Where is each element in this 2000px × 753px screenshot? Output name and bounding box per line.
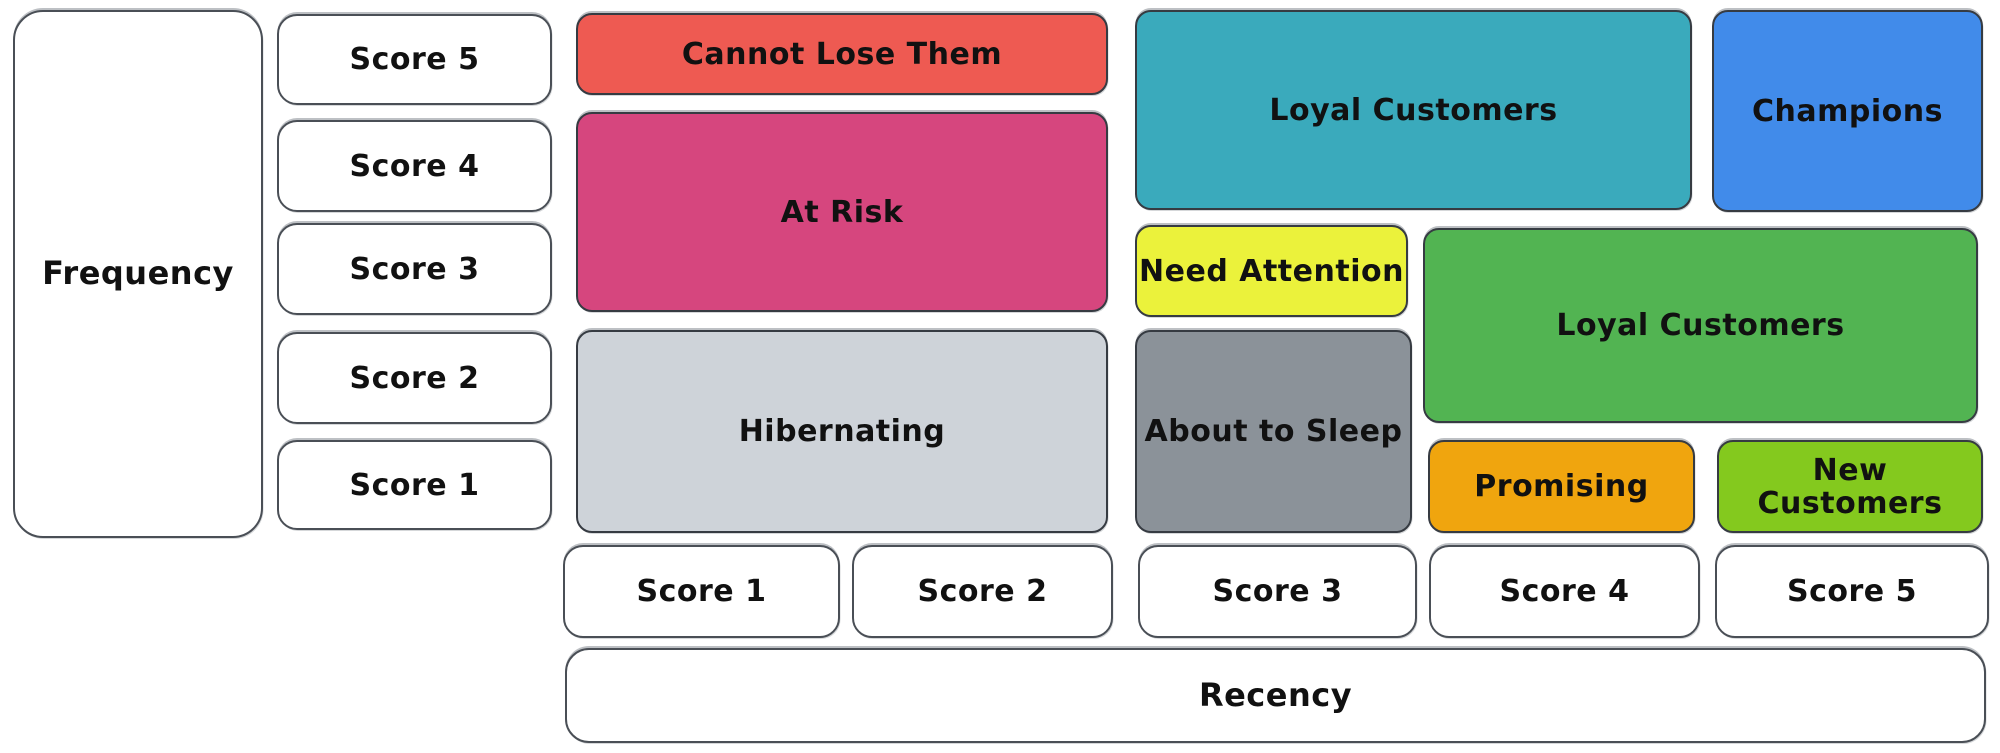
frequency-score-label: Score 4 <box>349 148 480 184</box>
segment-about-to-sleep: About to Sleep <box>1135 330 1412 533</box>
frequency-score-1-box: Score 1 <box>277 440 552 530</box>
frequency-score-4-box: Score 4 <box>277 120 552 212</box>
segment-label: Need Attention <box>1139 253 1404 289</box>
segment-label: Cannot Lose Them <box>681 36 1003 72</box>
recency-score-label: Score 1 <box>636 574 767 609</box>
frequency-axis-label: Frequency <box>42 254 234 293</box>
segment-label: New Customers <box>1757 452 1943 521</box>
recency-score-1-box: Score 1 <box>563 545 840 638</box>
frequency-score-5-box: Score 5 <box>277 14 552 105</box>
segment-new-customers: New Customers <box>1717 440 1983 533</box>
recency-score-5-box: Score 5 <box>1715 545 1989 638</box>
segment-hibernating: Hibernating <box>576 330 1108 533</box>
segment-label: About to Sleep <box>1144 414 1403 449</box>
frequency-score-label: Score 5 <box>349 42 480 77</box>
recency-score-2-box: Score 2 <box>852 545 1113 638</box>
recency-score-4-box: Score 4 <box>1429 545 1700 638</box>
frequency-score-label: Score 3 <box>349 251 480 287</box>
segment-loyal-customers-top: Loyal Customers <box>1135 10 1692 210</box>
recency-axis-label: Recency <box>1198 675 1353 714</box>
segment-at-risk: At Risk <box>576 112 1108 312</box>
segment-need-attention: Need Attention <box>1135 225 1408 317</box>
frequency-score-label: Score 1 <box>349 467 480 503</box>
recency-score-label: Score 3 <box>1212 574 1343 609</box>
segment-label: Promising <box>1474 469 1649 504</box>
frequency-score-2-box: Score 2 <box>277 332 552 424</box>
segment-promising: Promising <box>1428 440 1695 533</box>
frequency-axis-box: Frequency <box>13 10 263 538</box>
segment-champions: Champions <box>1712 10 1983 212</box>
recency-score-3-box: Score 3 <box>1138 545 1417 638</box>
segment-cannot-lose-them: Cannot Lose Them <box>576 13 1108 95</box>
segment-label: At Risk <box>780 194 904 230</box>
segment-label: Loyal Customers <box>1269 92 1558 128</box>
recency-score-label: Score 2 <box>917 574 1048 609</box>
recency-score-label: Score 4 <box>1499 574 1630 609</box>
frequency-score-label: Score 2 <box>349 360 480 396</box>
recency-axis-box: Recency <box>565 648 1986 743</box>
segment-loyal-customers-right: Loyal Customers <box>1423 228 1978 423</box>
recency-score-label: Score 5 <box>1787 574 1917 609</box>
segment-label: Loyal Customers <box>1556 308 1845 343</box>
segment-label: Champions <box>1752 93 1943 129</box>
frequency-score-3-box: Score 3 <box>277 223 552 315</box>
segment-label: Hibernating <box>738 414 946 449</box>
